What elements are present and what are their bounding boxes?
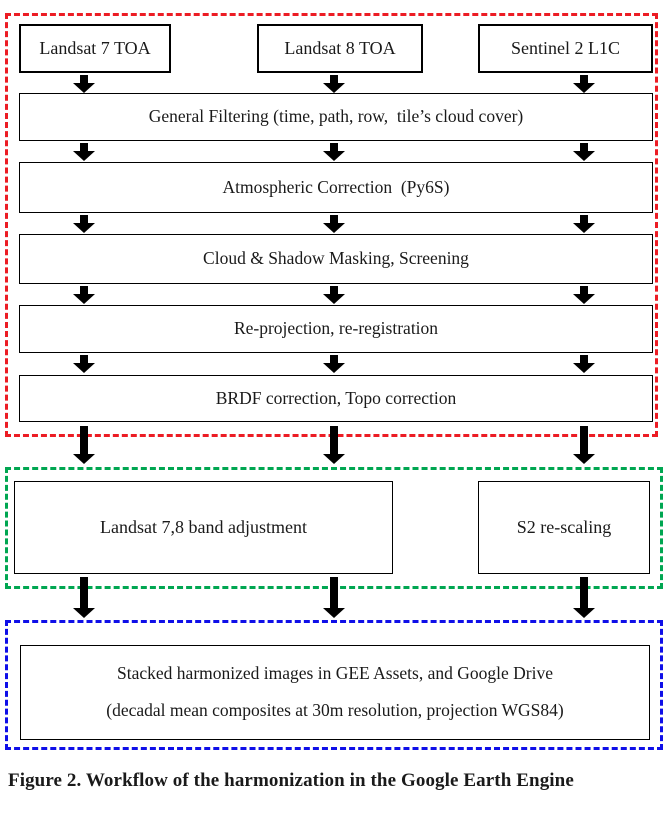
down-arrow-icon [323,355,345,373]
step-box-cloud-shadow-masking: Cloud & Shadow Masking, Screening [19,234,653,284]
down-arrow-icon [323,215,345,233]
down-arrow-icon [573,426,595,464]
down-arrow-icon [73,426,95,464]
figure-caption: Figure 2. Workflow of the harmonization … [8,770,574,791]
source-box-landsat7-label: Landsat 7 TOA [39,38,151,59]
box-band-adjustment-label: Landsat 7,8 band adjustment [100,517,307,538]
step-cloud-shadow-masking-label: Cloud & Shadow Masking, Screening [203,248,469,269]
down-arrow-icon [573,355,595,373]
down-arrow-icon [573,215,595,233]
source-box-landsat7: Landsat 7 TOA [19,24,171,73]
down-arrow-icon [323,577,345,618]
step-general-filtering-label: General Filtering (time, path, row, tile… [148,106,524,127]
output-box-line1: Stacked harmonized images in GEE Assets,… [117,663,553,684]
down-arrow-icon [73,215,95,233]
down-arrow-icon [573,75,595,93]
down-arrow-icon [323,286,345,304]
source-box-sentinel2: Sentinel 2 L1C [478,24,653,73]
step-brdf-topo-correction-label: BRDF correction, Topo correction [215,387,457,408]
step-box-reprojection: Re-projection, re-registration [19,305,653,353]
down-arrow-icon [73,286,95,304]
down-arrow-icon [573,286,595,304]
output-box: Stacked harmonized images in GEE Assets,… [20,645,650,740]
step-atmospheric-correction-label: Atmospheric Correction (Py6S) [222,176,450,197]
down-arrow-icon [323,75,345,93]
down-arrow-icon [73,75,95,93]
step-box-atmospheric-correction: Atmospheric Correction (Py6S) [19,162,653,213]
down-arrow-icon [573,143,595,161]
step-box-brdf-topo-correction: BRDF correction, Topo correction [19,375,653,422]
output-box-line2: (decadal mean composites at 30m resoluti… [106,700,564,720]
source-box-landsat8: Landsat 8 TOA [257,24,423,73]
box-s2-rescaling: S2 re-scaling [478,481,650,574]
source-box-landsat8-label: Landsat 8 TOA [284,38,396,59]
step-box-general-filtering: General Filtering (time, path, row, tile… [19,93,653,141]
source-box-sentinel2-label: Sentinel 2 L1C [511,38,620,59]
down-arrow-icon [323,426,345,464]
down-arrow-icon [73,143,95,161]
down-arrow-icon [323,143,345,161]
down-arrow-icon [73,577,95,618]
output-stage-group [5,620,663,750]
down-arrow-icon [573,577,595,618]
step-reprojection-label: Re-projection, re-registration [233,318,439,339]
box-band-adjustment: Landsat 7,8 band adjustment [14,481,393,574]
box-s2-rescaling-label: S2 re-scaling [516,517,612,538]
down-arrow-icon [73,355,95,373]
